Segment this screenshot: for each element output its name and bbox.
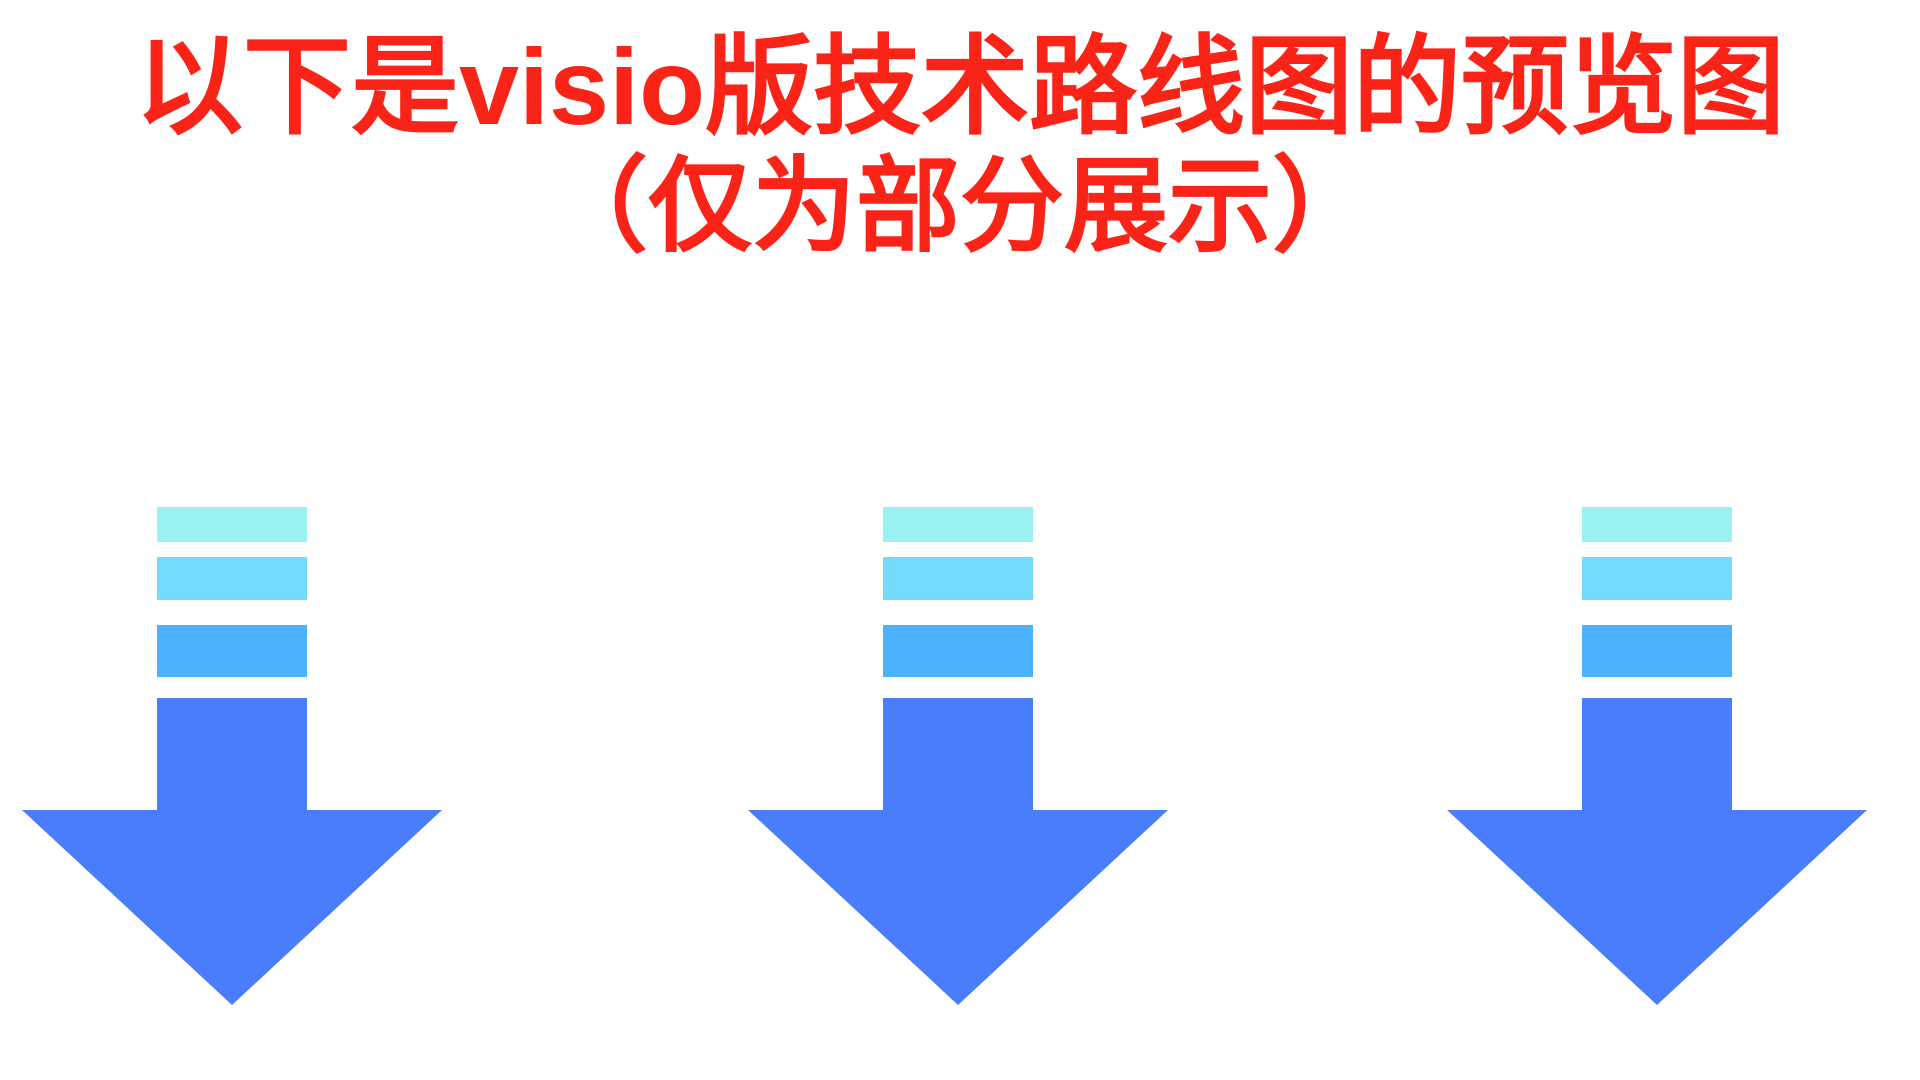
arrow-head-and-shaft	[1447, 698, 1867, 1005]
title-line-1: 以下是visio版技术路线图的预览图	[134, 26, 1786, 147]
arrow-down-2	[748, 505, 1168, 1080]
arrow-segment-2	[1582, 557, 1732, 600]
arrow-down-3	[1447, 505, 1867, 1080]
arrow-head-and-shaft	[22, 698, 442, 1005]
arrow-segment-3	[1582, 625, 1732, 677]
arrow-down-1	[22, 505, 442, 1080]
arrow-segment-1	[883, 507, 1033, 542]
arrow-head-and-shaft	[748, 698, 1168, 1005]
arrow-down-icon	[22, 507, 442, 1005]
title-line-2: （仅为部分展示）	[543, 149, 1376, 265]
arrow-down-icon	[748, 507, 1168, 1005]
arrow-segment-1	[1582, 507, 1732, 542]
arrow-down-icon	[1447, 507, 1867, 1005]
arrow-segment-2	[157, 557, 307, 600]
arrow-segment-3	[883, 625, 1033, 677]
page-title: 以下是visio版技术路线图的预览图 （仅为部分展示）	[0, 26, 1920, 266]
arrow-segment-3	[157, 625, 307, 677]
arrow-segment-2	[883, 557, 1033, 600]
arrow-segment-1	[157, 507, 307, 542]
